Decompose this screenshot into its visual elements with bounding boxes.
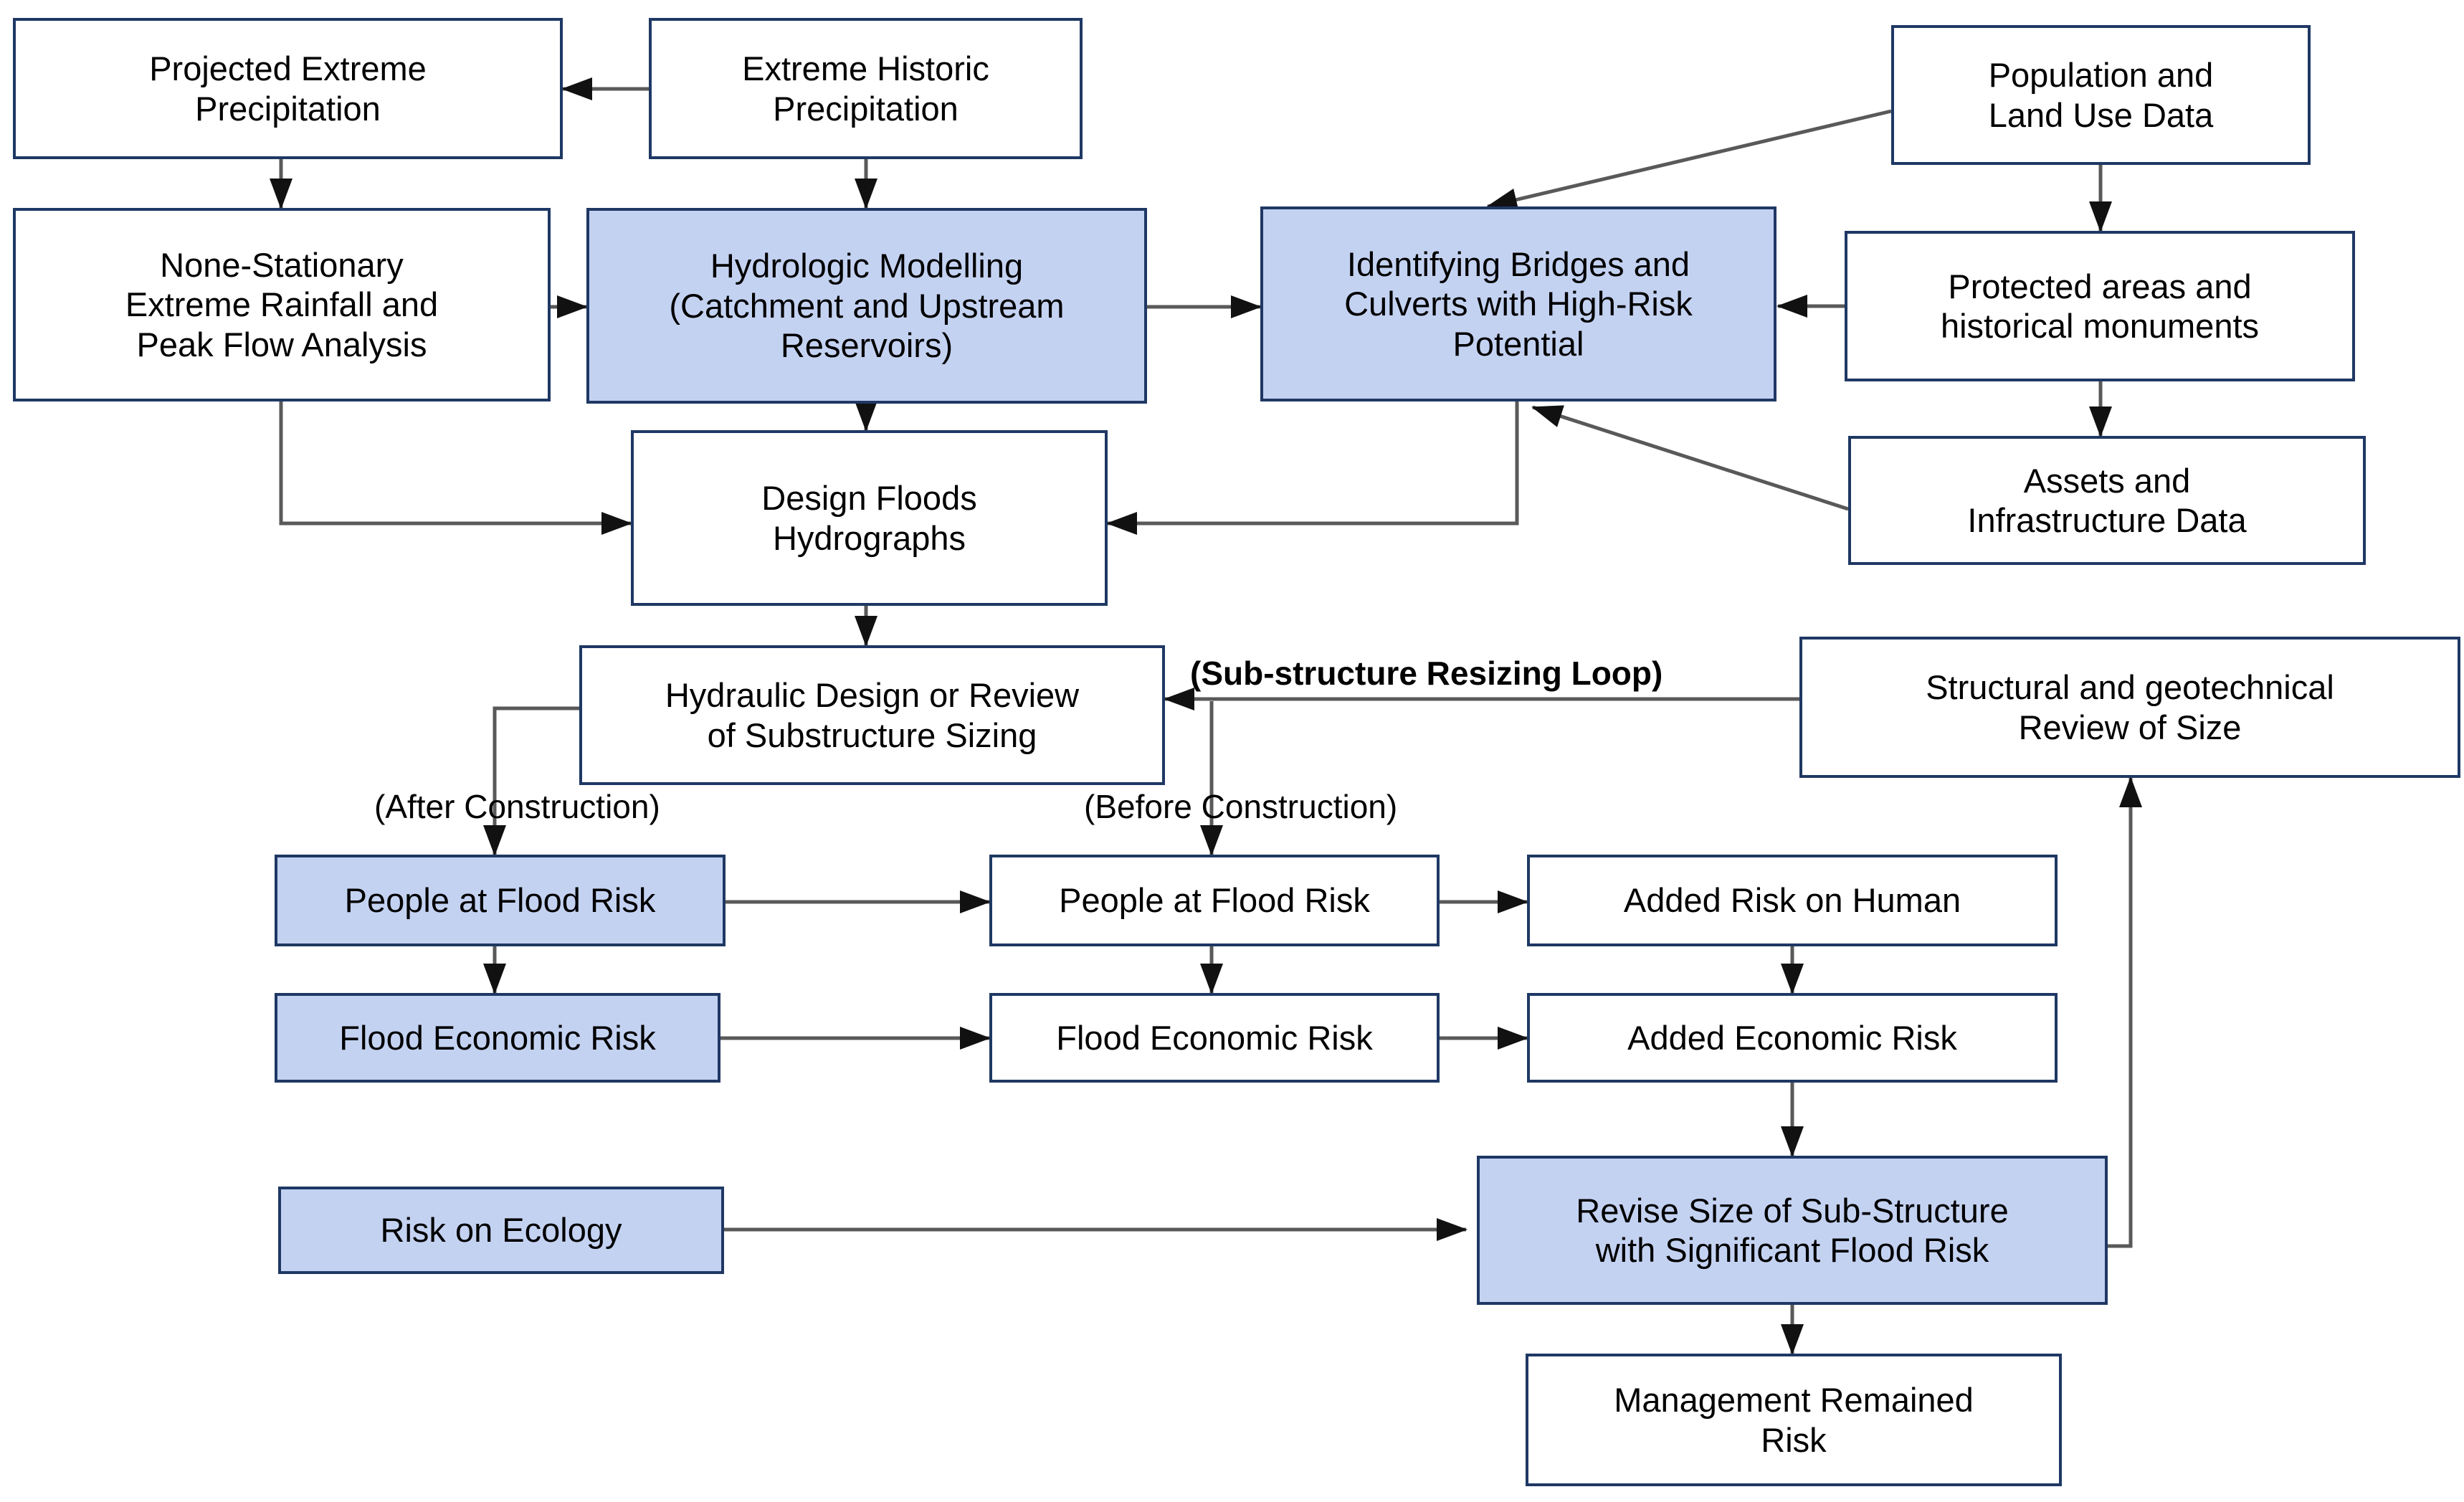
- node-label: Added Economic Risk: [1627, 1018, 1957, 1057]
- node-hydraulic-design-or-review-of-substructure-sizing[interactable]: Hydraulic Design or Review of Substructu…: [579, 645, 1165, 785]
- node-label: Revise Size of Sub-Structure with Signif…: [1576, 1191, 2009, 1269]
- node-label: Population and Land Use Data: [1988, 56, 2214, 134]
- node-population-and-land-use-data[interactable]: Population and Land Use Data: [1891, 25, 2311, 165]
- edge-label-sub-structure-resizing-loop: (Sub-structure Resizing Loop): [1190, 654, 1663, 693]
- node-label: Management Remained Risk: [1614, 1381, 1974, 1459]
- node-people-at-flood-risk-before-construction[interactable]: People at Flood Risk: [989, 855, 1440, 946]
- node-label: Hydrologic Modelling (Catchment and Upst…: [669, 247, 1065, 365]
- node-risk-on-ecology[interactable]: Risk on Ecology: [278, 1187, 724, 1274]
- node-revise-size-of-substructure[interactable]: Revise Size of Sub-Structure with Signif…: [1477, 1156, 2108, 1305]
- node-label: Structural and geotechnical Review of Si…: [1926, 668, 2334, 746]
- edge-revise-to-structural: [2108, 776, 2142, 1248]
- node-added-risk-on-human[interactable]: Added Risk on Human: [1527, 855, 2058, 946]
- edge-label-before-construction: (Before Construction): [1084, 787, 1397, 826]
- node-people-at-flood-risk-after-construction[interactable]: People at Flood Risk: [275, 855, 726, 946]
- edge-nonstationary-to-designfloods: [279, 401, 633, 535]
- node-identifying-bridges-culverts-high-risk[interactable]: Identifying Bridges and Culverts with Hi…: [1260, 206, 1776, 401]
- node-label: People at Flood Risk: [1059, 881, 1370, 920]
- node-projected-extreme-precipitation[interactable]: Projected Extreme Precipitation: [13, 18, 563, 159]
- node-label: Projected Extreme Precipitation: [149, 49, 427, 128]
- node-design-floods-hydrographs[interactable]: Design Floods Hydrographs: [631, 430, 1108, 606]
- edge-population-to-identifying: [1486, 109, 1892, 211]
- node-none-stationary-extreme-rainfall-analysis[interactable]: None-Stationary Extreme Rainfall and Pea…: [13, 208, 551, 401]
- edge-label-text: (Before Construction): [1084, 788, 1398, 825]
- node-assets-infrastructure-data[interactable]: Assets and Infrastructure Data: [1848, 436, 2366, 565]
- node-extreme-historic-precipitation[interactable]: Extreme Historic Precipitation: [649, 18, 1083, 159]
- node-label: Added Risk on Human: [1623, 881, 1961, 920]
- node-label: Risk on Ecology: [380, 1211, 622, 1250]
- node-label: Flood Economic Risk: [339, 1018, 656, 1057]
- edge-hydraulic-to-people-after: [483, 706, 579, 857]
- node-label: People at Flood Risk: [344, 881, 656, 920]
- node-label: Hydraulic Design or Review of Substructu…: [665, 676, 1080, 754]
- node-label: Extreme Historic Precipitation: [742, 49, 989, 128]
- node-label: Assets and Infrastructure Data: [1967, 461, 2247, 539]
- node-added-economic-risk[interactable]: Added Economic Risk: [1527, 993, 2058, 1083]
- node-label: Protected areas and historical monuments: [1940, 267, 2260, 345]
- node-protected-areas-historical-monuments[interactable]: Protected areas and historical monuments: [1845, 231, 2355, 381]
- node-label: None-Stationary Extreme Rainfall and Pea…: [125, 245, 439, 363]
- node-management-remained-risk[interactable]: Management Remained Risk: [1526, 1354, 2062, 1486]
- edge-label-text: (Sub-structure Resizing Loop): [1190, 655, 1663, 692]
- node-hydrologic-modelling[interactable]: Hydrologic Modelling (Catchment and Upst…: [586, 208, 1147, 404]
- edge-identifying-to-designfloods: [1105, 401, 1519, 536]
- edge-label-text: (After Construction): [374, 788, 660, 825]
- node-structural-geotechnical-review-of-size[interactable]: Structural and geotechnical Review of Si…: [1799, 637, 2460, 778]
- node-label: Identifying Bridges and Culverts with Hi…: [1344, 244, 1693, 363]
- node-label: Flood Economic Risk: [1056, 1018, 1373, 1057]
- edge-label-after-construction: (After Construction): [374, 787, 660, 826]
- node-flood-economic-risk-before-construction[interactable]: Flood Economic Risk: [989, 993, 1440, 1083]
- node-label: Design Floods Hydrographs: [761, 479, 977, 557]
- node-flood-economic-risk-after-construction[interactable]: Flood Economic Risk: [275, 993, 720, 1083]
- edge-assets-to-identifying: [1531, 405, 1849, 511]
